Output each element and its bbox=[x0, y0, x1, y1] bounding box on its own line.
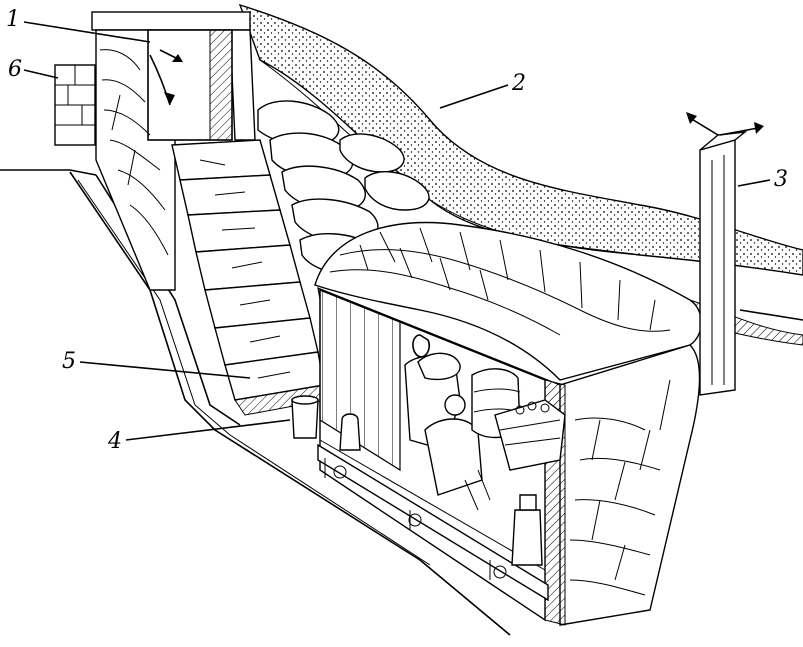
staircase bbox=[171, 139, 327, 416]
label-ventilation-pipe: 3 bbox=[774, 167, 788, 192]
supplies bbox=[291, 368, 566, 566]
ventilation-pipe bbox=[686, 112, 764, 396]
sandbag-parapet bbox=[257, 100, 430, 275]
label-soil-layer: 2 bbox=[511, 71, 526, 96]
ground-line bbox=[0, 169, 803, 321]
leader-lines bbox=[23, 21, 771, 441]
callout-labels: 1 6 2 3 5 4 bbox=[6, 7, 788, 454]
label-entrance-wall: 6 bbox=[8, 57, 22, 82]
label-bench: 4 bbox=[107, 429, 122, 454]
label-door: 1 bbox=[6, 7, 20, 32]
stone-side-wall bbox=[544, 344, 701, 626]
entrance-frame bbox=[91, 11, 256, 291]
occupants bbox=[404, 334, 491, 511]
door-swing-arrows bbox=[149, 49, 183, 106]
label-wall-lining: 5 bbox=[62, 349, 76, 374]
bench bbox=[317, 443, 549, 602]
airflow-arrows-icon bbox=[686, 112, 764, 136]
entrance-wall-block bbox=[54, 64, 96, 146]
